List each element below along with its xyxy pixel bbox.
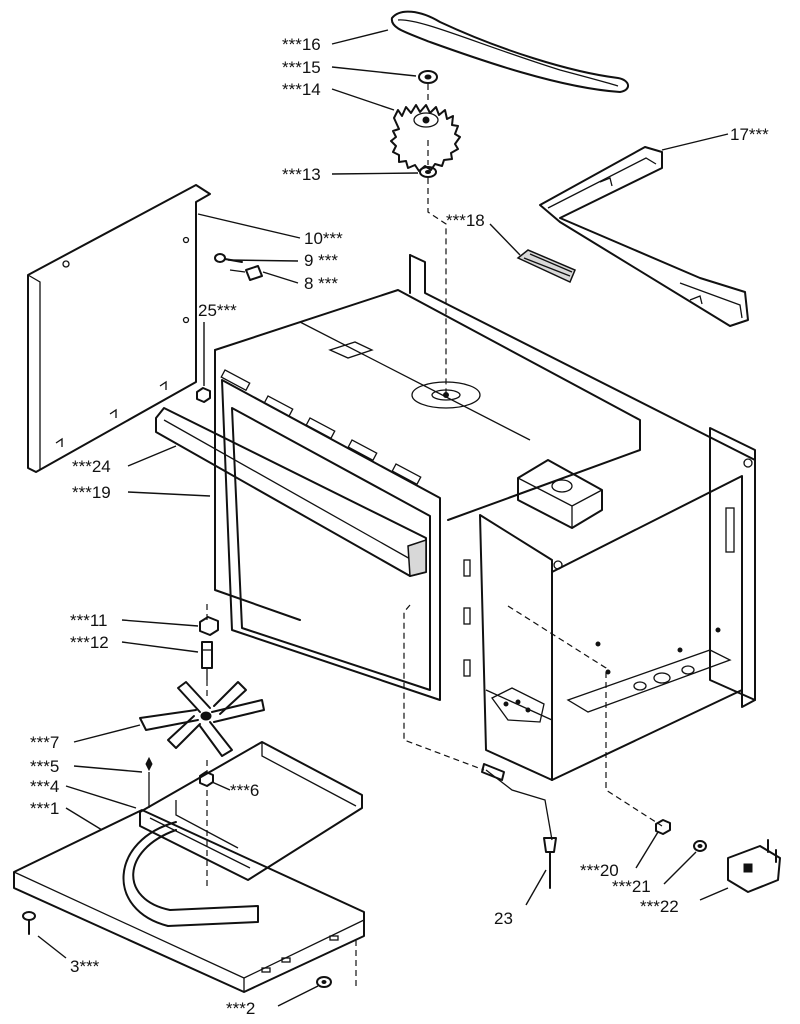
callout-15: ***15 (282, 58, 321, 77)
part-25-nut (196, 387, 211, 403)
callout-20: ***20 (580, 861, 619, 880)
oven-cavity-assembly (214, 254, 756, 781)
callout-22: ***22 (640, 897, 679, 916)
callout-6: ***6 (230, 781, 259, 800)
part-1-base-plate (13, 809, 365, 993)
callout-11: ***11 (70, 611, 108, 630)
part-22-switch (727, 839, 781, 893)
part-13-washer (419, 166, 437, 178)
callout-3: 3*** (70, 957, 100, 976)
callout-9: 9 *** (304, 251, 338, 270)
callout-19: ***19 (72, 483, 111, 502)
callout-18: ***18 (446, 211, 485, 230)
part-20-nut (655, 819, 671, 835)
callout-17: 17*** (730, 125, 769, 144)
part-16-belt (390, 10, 629, 93)
part-3-screw (22, 911, 36, 935)
callout-10: 10*** (304, 229, 343, 248)
callout-12: ***12 (70, 633, 109, 652)
callout-13: ***13 (282, 165, 321, 184)
callout-5: ***5 (30, 757, 59, 776)
part-11-coupling (199, 616, 219, 636)
callout-7: ***7 (30, 733, 59, 752)
part-12-shaft (201, 641, 213, 680)
leader-lines (37, 29, 729, 1007)
callout-4: ***4 (30, 777, 59, 796)
part-15-clip (418, 70, 438, 84)
callout-24: ***24 (72, 457, 111, 476)
part-21-washer (693, 840, 707, 852)
part-23-sensor (481, 763, 557, 889)
part-2-foot (316, 976, 332, 988)
part-24-seal-strip (155, 407, 427, 577)
callout-2: ***2 (226, 999, 255, 1018)
part-4-motor-bracket (139, 741, 363, 881)
callout-25: 25*** (198, 301, 237, 320)
part-7-fan-blade (139, 681, 265, 757)
part-10-side-panel (27, 184, 211, 473)
callout-1: ***1 (30, 799, 59, 818)
callout-21: ***21 (612, 877, 651, 896)
callout-16: ***16 (282, 35, 321, 54)
part-14-pulley (390, 104, 461, 172)
callout-23: 23 (494, 909, 513, 928)
part-18-filter (516, 249, 576, 284)
part-8-clip (229, 265, 263, 281)
part-5-clip (145, 756, 153, 808)
callout-14: ***14 (282, 80, 321, 99)
callout-8: 8 *** (304, 274, 338, 293)
part-17-top-bracket (539, 146, 749, 327)
